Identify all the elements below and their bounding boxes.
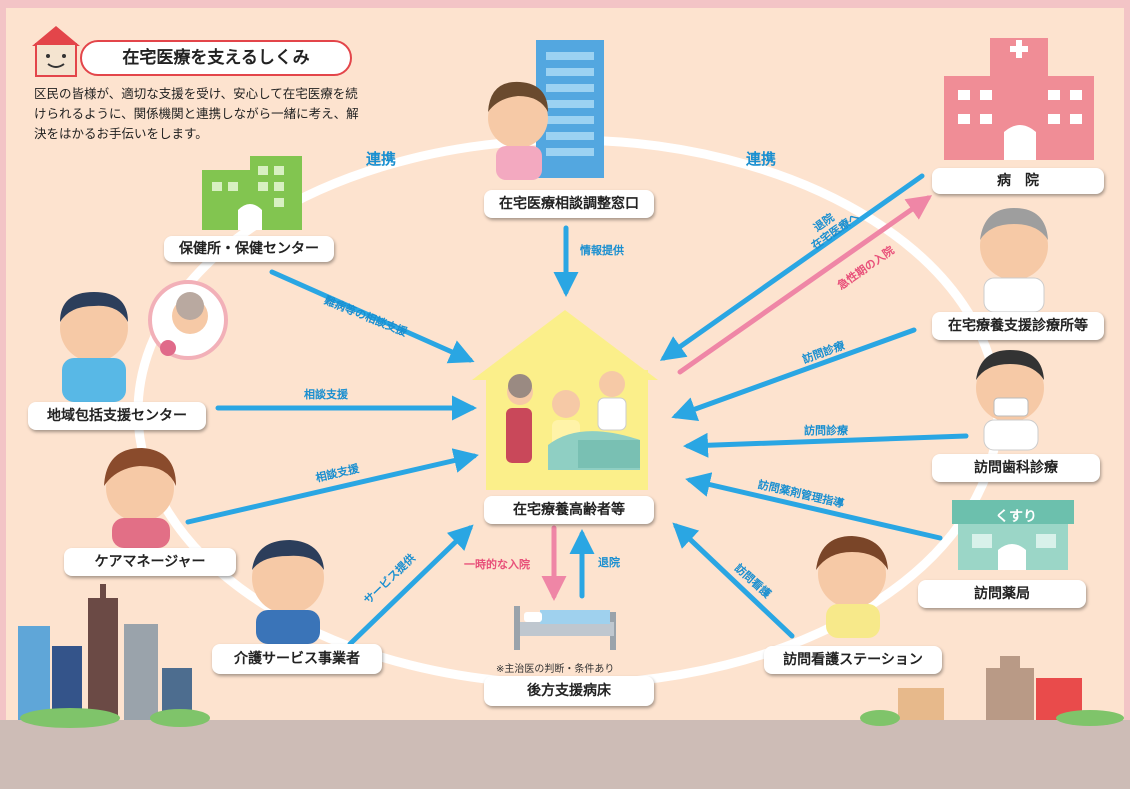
health-center-icon bbox=[202, 156, 302, 230]
label-info: 情報提供 bbox=[580, 244, 624, 257]
arrow-acute-admission bbox=[677, 195, 933, 375]
pharmacy-icon bbox=[952, 500, 1074, 570]
arrow-hospital-discharge bbox=[659, 173, 925, 361]
arrow-care-manager bbox=[185, 448, 479, 525]
node-dental: 訪問歯科診療 bbox=[932, 454, 1100, 482]
node-community-center: 地域包括支援センター bbox=[28, 402, 206, 430]
label-temp-admission: 一時的な入院 bbox=[464, 558, 530, 571]
node-center: 在宅療養高齢者等 bbox=[484, 496, 654, 524]
nurse-icon bbox=[816, 536, 888, 638]
node-care-manager: ケアマネージャー bbox=[64, 548, 236, 576]
node-clinic: 在宅療養支援診療所等 bbox=[932, 312, 1104, 340]
arrow-pharmacy bbox=[685, 472, 943, 541]
label-consult-support-1: 相談支援 bbox=[304, 388, 348, 401]
dentist-icon bbox=[976, 350, 1044, 451]
node-health-center: 保健所・保健センター bbox=[164, 236, 334, 262]
node-care-service: 介護サービス事業者 bbox=[212, 644, 382, 674]
label-link-right: 連携 bbox=[746, 150, 777, 168]
elderly-woman-icon bbox=[148, 280, 228, 360]
arrow-dental bbox=[683, 432, 969, 458]
community-staff-icon bbox=[60, 292, 128, 402]
doctor-icon bbox=[980, 208, 1048, 313]
node-backup-bed: 後方支援病床 bbox=[484, 676, 654, 706]
arrow-clinic bbox=[671, 327, 917, 421]
house-icon bbox=[472, 310, 658, 490]
town-icon bbox=[860, 656, 1124, 726]
pharmacy-sign: くすり bbox=[995, 509, 1037, 525]
office-building-icon bbox=[488, 40, 604, 180]
page-description: 区民の皆様が、適切な支援を受け、安心して在宅医療を続けられるように、関係機関と連… bbox=[34, 86, 359, 141]
bed-icon bbox=[514, 606, 616, 650]
label-dental-visit: 訪問診療 bbox=[804, 424, 848, 437]
ground bbox=[0, 720, 1130, 789]
label-link-left: 連携 bbox=[366, 150, 397, 168]
node-consult: 在宅医療相談調整窓口 bbox=[484, 190, 654, 218]
page-title: 在宅医療を支えるしくみ bbox=[80, 40, 352, 76]
care-service-staff-icon bbox=[252, 540, 324, 644]
hospital-icon bbox=[944, 38, 1094, 160]
arrow-visit-nursing bbox=[672, 522, 795, 639]
house-logo-icon bbox=[32, 26, 80, 77]
node-visiting-nurse: 訪問看護ステーション bbox=[764, 646, 942, 674]
note-conditions: ※主治医の判断・条件あり bbox=[496, 664, 615, 675]
node-hospital: 病 院 bbox=[932, 168, 1104, 194]
city-skyline-icon bbox=[18, 584, 210, 728]
arrows bbox=[185, 173, 969, 647]
label-discharge: 退院 bbox=[598, 556, 620, 569]
node-pharmacy: 訪問薬局 bbox=[918, 580, 1086, 608]
arrow-health-center bbox=[269, 269, 475, 364]
arrow-care-service bbox=[347, 524, 474, 647]
care-manager-icon bbox=[104, 448, 176, 548]
